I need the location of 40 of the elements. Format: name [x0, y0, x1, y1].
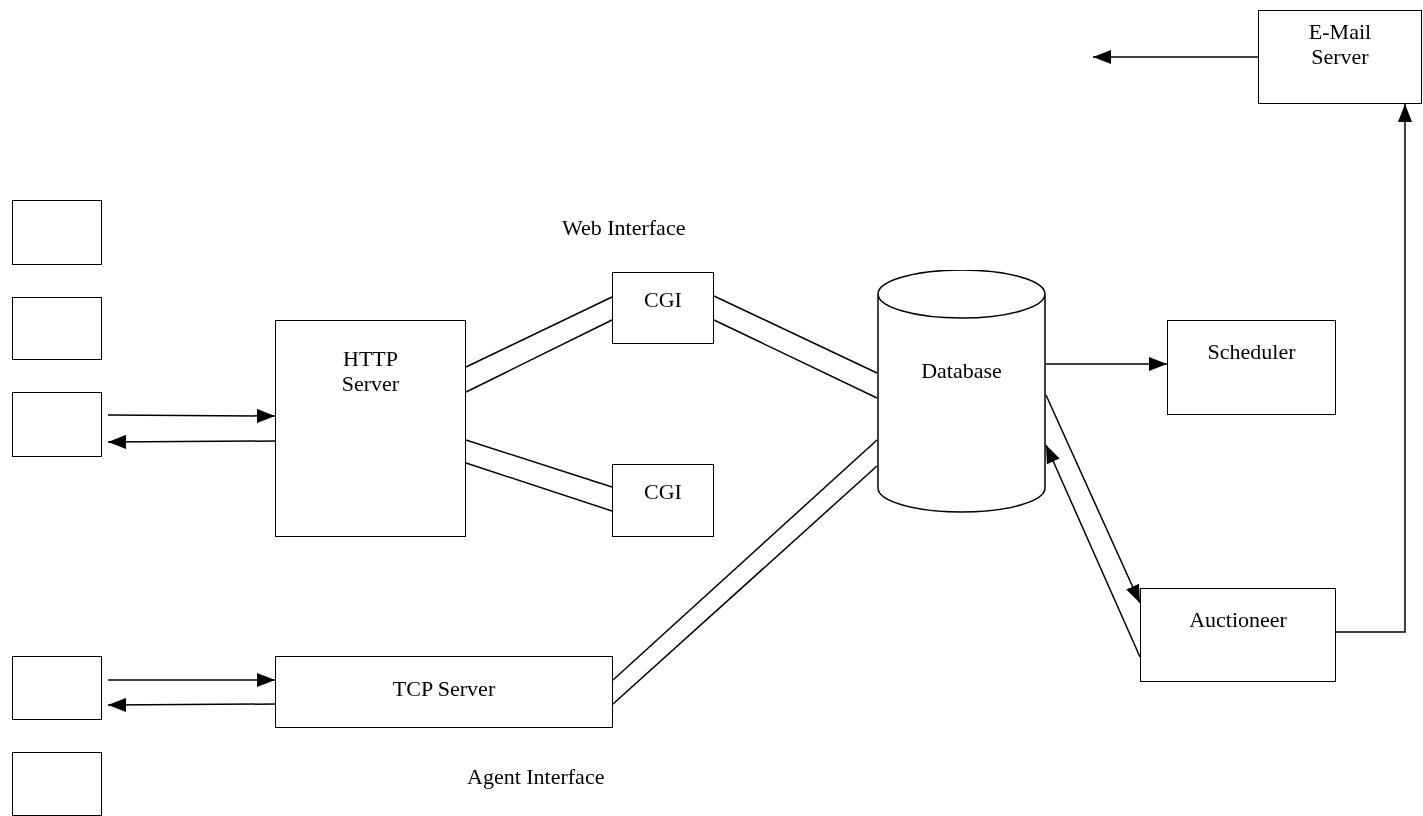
node-label: TCP Server	[392, 676, 496, 702]
connector-line	[465, 439, 613, 488]
arrow	[1092, 50, 1259, 64]
arrow	[107, 434, 276, 449]
group-label: Agent Interface	[467, 764, 605, 790]
empty-box	[12, 297, 102, 360]
process-box	[1167, 320, 1336, 415]
group-label: Web Interface	[562, 215, 686, 241]
connector-line	[612, 465, 878, 705]
connector-line	[465, 462, 613, 512]
process-box	[1140, 588, 1336, 682]
empty-box	[12, 200, 102, 265]
database-cylinder	[877, 270, 1046, 513]
node-label: CGI	[644, 479, 682, 505]
arrow	[107, 673, 276, 687]
connector-line	[713, 319, 878, 399]
empty-box	[12, 656, 102, 720]
node-label: Auctioneer	[1189, 607, 1287, 633]
process-box	[275, 320, 466, 537]
arrow	[107, 697, 276, 712]
node-label: E-Mail Server	[1307, 19, 1373, 70]
node-label: HTTP Server	[340, 346, 401, 397]
arrow	[1045, 444, 1141, 658]
process-box	[612, 464, 714, 537]
connector-line	[612, 439, 878, 681]
arrow	[1045, 394, 1141, 604]
connector-line	[713, 295, 878, 374]
arrow	[1335, 103, 1412, 633]
empty-box	[12, 392, 102, 457]
connector-line	[465, 319, 613, 393]
connector-line	[465, 296, 613, 368]
process-box	[275, 656, 613, 728]
arrow	[1045, 357, 1168, 371]
process-box	[1258, 10, 1422, 104]
process-box	[612, 272, 714, 344]
empty-box	[12, 752, 102, 816]
arrow	[107, 408, 276, 423]
node-label: Database	[921, 358, 1002, 384]
node-label: Scheduler	[1207, 339, 1296, 365]
node-label: CGI	[644, 287, 682, 313]
